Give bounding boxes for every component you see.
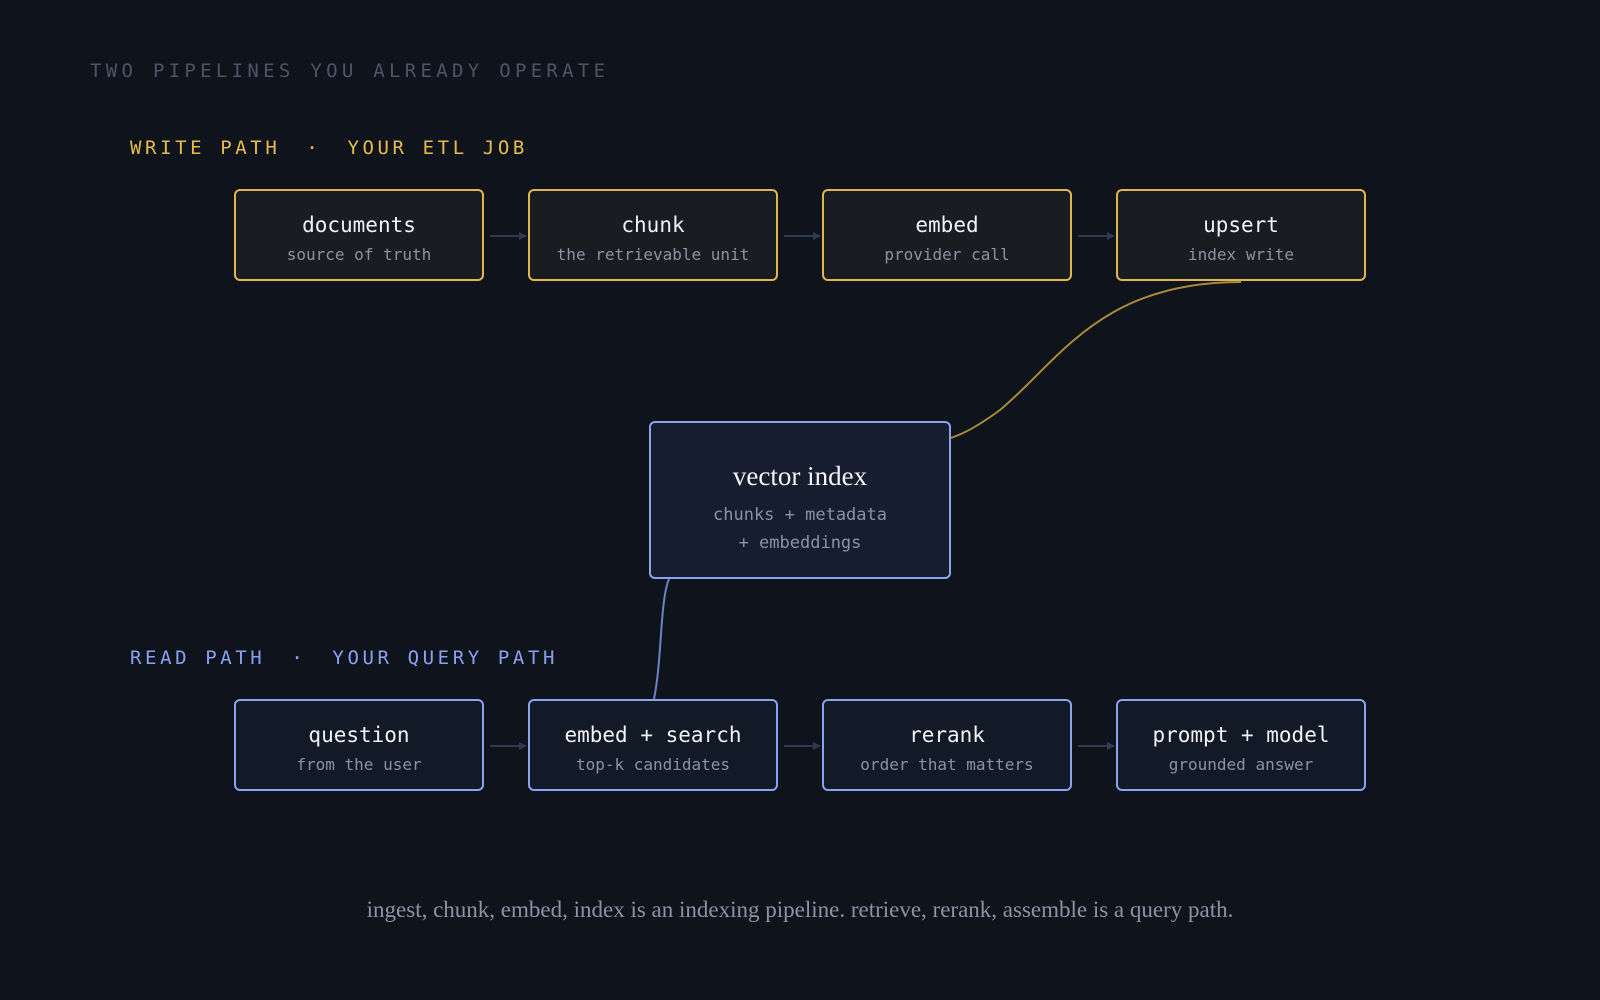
node-title: documents [302,213,416,237]
diagram-eyebrow: TWO PIPELINES YOU ALREADY OPERATE [90,60,610,82]
read-path-label: READ PATH · YOUR QUERY PATH [130,647,558,669]
write-path-name: WRITE PATH [130,137,281,159]
connector-index-to-search [653,578,670,700]
read-path-name: READ PATH [130,647,266,669]
hub-title: vector index [732,461,868,491]
write-path-sublabel: YOUR ETL JOB [347,137,528,159]
write-path-separator: · [306,137,322,159]
node-subtitle: index write [1188,245,1294,264]
node-subtitle: provider call [884,245,1010,264]
connector-upsert-to-index [929,281,1242,443]
node-subtitle: from the user [296,755,422,774]
node-title: prompt + model [1152,723,1330,747]
node-vector-index: vector index chunks + metadata + embeddi… [649,421,951,579]
node-embed-search: embed + search top-k candidates [528,699,778,791]
node-subtitle: order that matters [860,755,1034,774]
node-title: chunk [621,213,685,237]
hub-subtitle-line-1: chunks + metadata [713,505,887,525]
node-embed: embed provider call [822,189,1072,281]
hub-subtitle-line-2: + embeddings [738,533,862,553]
node-subtitle: top-k candidates [575,755,731,774]
diagram-caption: ingest, chunk, embed, index is an indexi… [366,897,1234,922]
read-path-sublabel: YOUR QUERY PATH [332,647,558,669]
node-subtitle: grounded answer [1168,755,1314,774]
node-rerank: rerank order that matters [822,699,1072,791]
write-path-label: WRITE PATH · YOUR ETL JOB [130,137,528,159]
node-title: upsert [1203,213,1279,237]
node-prompt-model: prompt + model grounded answer [1116,699,1366,791]
node-chunk: chunk the retrievable unit [528,189,778,281]
node-title: rerank [909,723,985,747]
node-question: question from the user [234,699,484,791]
node-title: embed + search [564,723,742,747]
node-documents: documents source of truth [234,189,484,281]
node-title: embed [915,213,979,237]
read-path-separator: · [291,647,307,669]
node-upsert: upsert index write [1116,189,1366,281]
node-subtitle: source of truth [286,245,432,264]
node-title: question [308,723,410,747]
node-subtitle: the retrievable unit [556,245,750,264]
